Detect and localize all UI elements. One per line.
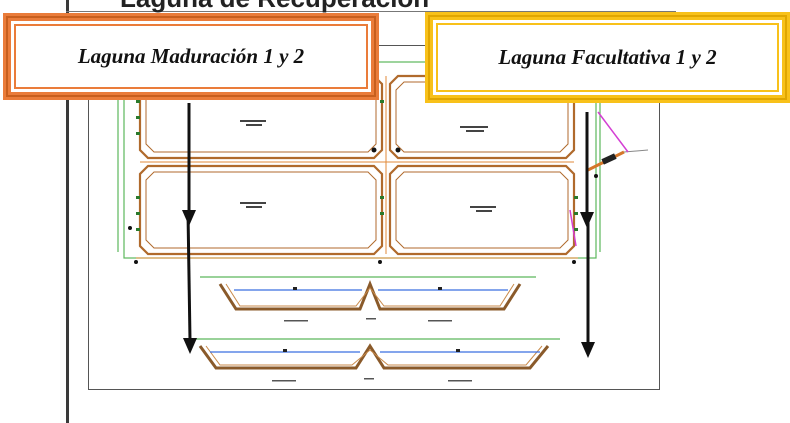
- cross-section-1: [200, 276, 536, 322]
- cross-section-2: [190, 338, 560, 382]
- facultativa-label: Laguna Facultativa 1 y 2: [498, 45, 717, 69]
- partial-heading: Laguna de Recuperación: [120, 0, 429, 14]
- facultativa-callout: Laguna Facultativa 1 y 2: [425, 12, 790, 103]
- embankment-crest-lines: [136, 76, 578, 259]
- pond-maduracion-2: [138, 164, 384, 256]
- pond-facultativa-2: [388, 164, 576, 256]
- top-horizontal-rule: [66, 11, 676, 12]
- maduracion-label: Laguna Maduración 1 y 2: [77, 44, 305, 68]
- maduracion-callout: Laguna Maduración 1 y 2: [3, 13, 379, 100]
- manhole-points: [128, 147, 598, 264]
- pond-annotation-blocks: [240, 120, 496, 212]
- inlet-pipe: [569, 111, 649, 247]
- left-vertical-rule: [66, 0, 69, 423]
- pointer-arrows: [182, 103, 595, 358]
